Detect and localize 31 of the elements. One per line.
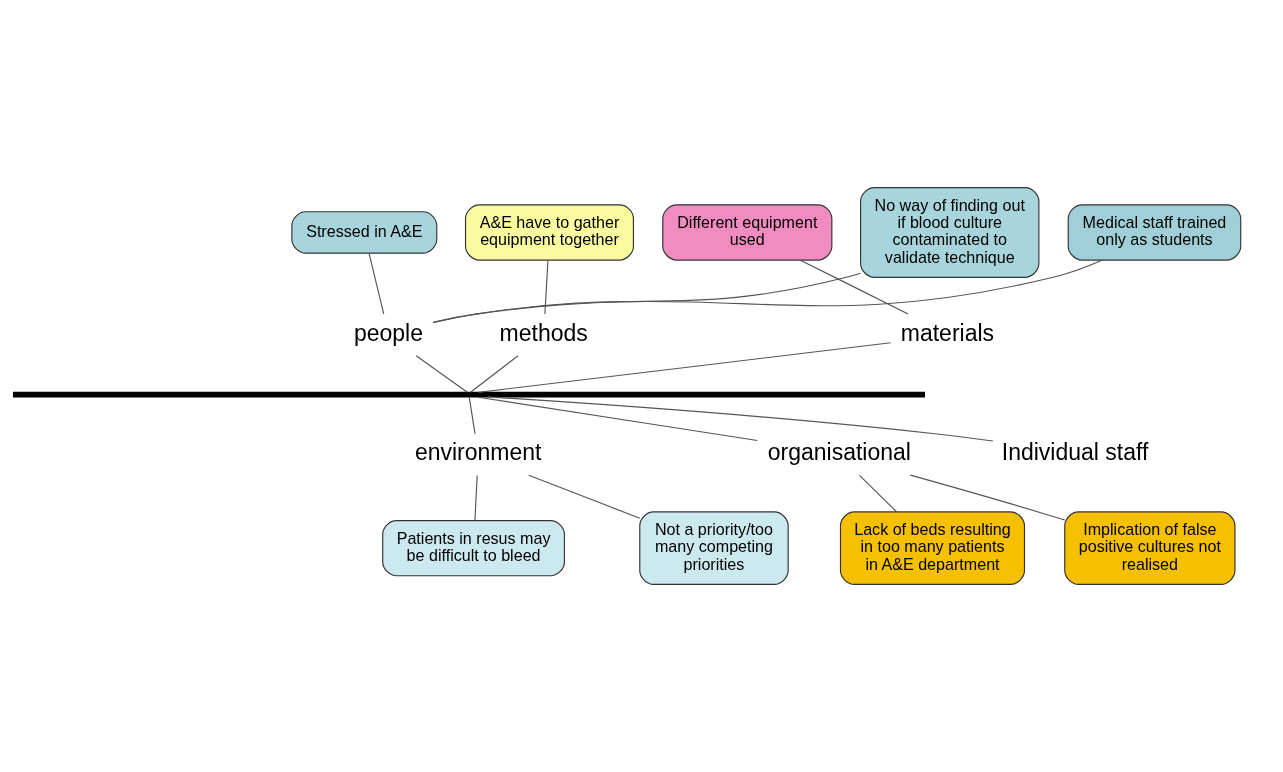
node-box: Not a priority/too many competing priorities [639,511,789,585]
node-box: Medical staff trained only as students [1067,204,1242,261]
connector [476,396,758,442]
connector [432,259,1104,323]
node-box: Lack of beds resulting in too many patients in A&E department [839,511,1026,585]
node-text: environment [414,439,542,466]
connector [799,259,909,315]
node-bar [12,391,925,398]
connector [858,474,898,513]
node-text: people [353,319,424,346]
node-box: Different equipment used [662,204,833,261]
connector [469,355,519,393]
connector [468,396,476,435]
connector [415,355,468,393]
connector [528,474,641,519]
connector [432,272,862,324]
connector [544,259,549,315]
node-box: Implication of false positive cultures not realised [1064,511,1236,585]
connector [474,474,478,521]
node-box: No way of finding out if blood culture contaminated to validate technique [860,187,1040,278]
node-text: organisational [767,439,911,466]
connector [909,474,1066,521]
node-box: A&E have to gather equipment together [464,204,635,261]
node-text: methods [499,319,588,346]
node-text: Individual staff [1001,439,1149,466]
connector [478,342,892,393]
node-box: Patients in resus may be difficult to bleed [382,520,565,577]
connector [487,396,994,442]
connector [368,252,385,315]
node-box: Stressed in A&E [291,211,438,254]
node-text: materials [900,319,995,346]
